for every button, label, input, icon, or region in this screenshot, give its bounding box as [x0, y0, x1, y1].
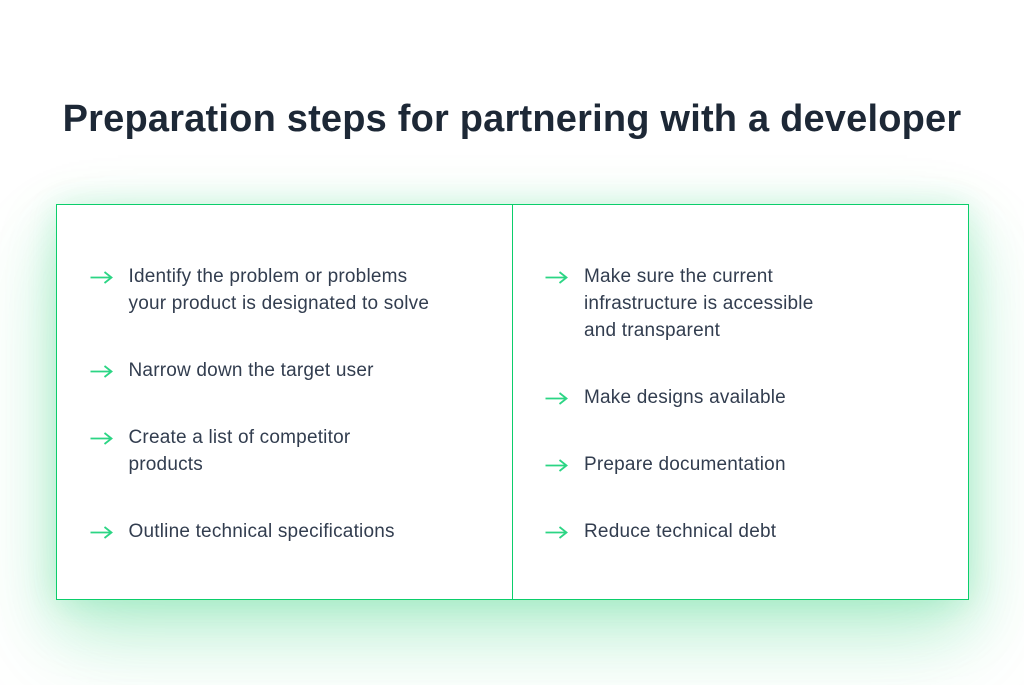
- list-item-text: Outline technical specifications: [128, 521, 395, 542]
- page-title: Preparation steps for partnering with a …: [62, 98, 962, 140]
- long-right-arrow-icon: [545, 271, 572, 284]
- list-item-text: Make sure the current infrastructure is …: [584, 266, 814, 341]
- list-item-text: Prepare documentation: [584, 454, 786, 475]
- list-item: Create a list of competitor products: [90, 424, 483, 478]
- list-item-text: Make designs available: [584, 387, 786, 408]
- long-right-arrow-icon: [90, 271, 117, 284]
- list-item-text: Identify the problem or problems your pr…: [128, 266, 430, 314]
- right-column: Make sure the current infrastructure is …: [512, 205, 968, 599]
- list-item-text: Narrow down the target user: [128, 360, 374, 381]
- list-item-text: Reduce technical debt: [584, 521, 777, 542]
- long-right-arrow-icon: [90, 432, 117, 445]
- list-item: Make sure the current infrastructure is …: [545, 263, 938, 344]
- long-right-arrow-icon: [545, 526, 572, 539]
- list-item: Make designs available: [545, 384, 938, 411]
- long-right-arrow-icon: [545, 459, 572, 472]
- long-right-arrow-icon: [545, 392, 572, 405]
- long-right-arrow-icon: [90, 526, 117, 539]
- list-item: Reduce technical debt: [545, 518, 938, 545]
- list-item: Narrow down the target user: [90, 357, 483, 384]
- left-column: Identify the problem or problems your pr…: [57, 205, 513, 599]
- list-item: Prepare documentation: [545, 451, 938, 478]
- list-item-text: Create a list of competitor products: [128, 427, 351, 475]
- list-item: Identify the problem or problems your pr…: [90, 263, 483, 317]
- list-item: Outline technical specifications: [90, 518, 483, 545]
- steps-panel: Identify the problem or problems your pr…: [55, 204, 969, 600]
- long-right-arrow-icon: [90, 365, 117, 378]
